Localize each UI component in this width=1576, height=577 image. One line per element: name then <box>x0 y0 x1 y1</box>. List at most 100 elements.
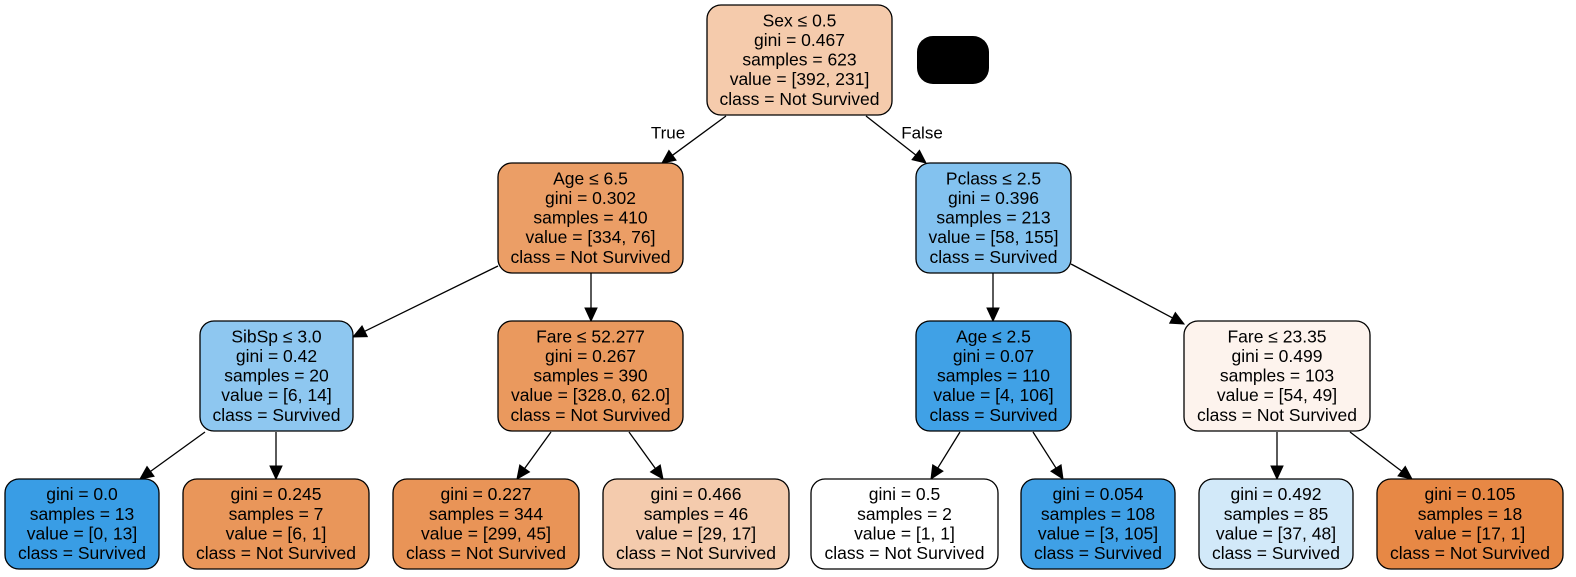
node-line: value = [6, 14] <box>221 385 331 405</box>
arrowhead-n9-n10 <box>930 463 944 481</box>
node-box <box>199 320 354 432</box>
node-line: class = Not Survived <box>406 543 566 563</box>
edge-n1-n2 <box>364 265 499 332</box>
node-line: class = Not Survived <box>720 89 880 109</box>
node-line: samples = 623 <box>742 50 856 70</box>
node-line: gini = 0.267 <box>545 346 636 366</box>
node-line: samples = 13 <box>30 504 135 524</box>
arrowhead-n1-n2 <box>351 324 369 338</box>
edge-label-true: True <box>651 123 685 142</box>
node-line: class = Survived <box>18 543 146 563</box>
node-box <box>810 478 999 570</box>
node-line: value = [334, 76] <box>526 227 656 247</box>
node-line: class = Not Survived <box>616 543 776 563</box>
node-line: class = Survived <box>930 247 1058 267</box>
node-line: value = [37, 48] <box>1216 523 1336 543</box>
node-line: class = Not Survived <box>1390 543 1550 563</box>
edge-n12-n14 <box>1349 431 1403 472</box>
arrowhead-n5-n7 <box>649 464 664 480</box>
edges-layer: True False <box>139 115 1413 481</box>
arrowhead-n0-n1 <box>661 149 677 164</box>
edge-n5-n7 <box>628 431 656 469</box>
node-line: gini = 0.302 <box>545 188 636 208</box>
node-line: value = [392, 231] <box>730 69 870 89</box>
node-line: samples = 85 <box>1224 504 1329 524</box>
node-line: value = [299, 45] <box>421 523 551 543</box>
node-line: value = [0, 13] <box>27 523 137 543</box>
node-line: gini = 0.499 <box>1232 346 1323 366</box>
arrowhead-n12-n14 <box>1397 465 1413 480</box>
arrowhead-n9-n11 <box>1050 463 1064 481</box>
node-line: class = Survived <box>213 405 341 425</box>
node-line: samples = 110 <box>937 366 1050 386</box>
node-line: class = Not Survived <box>511 405 671 425</box>
edge-n5-n6 <box>524 431 552 469</box>
node-line: SibSp ≤ 3.0 <box>231 326 322 346</box>
node-line: Fare ≤ 52.277 <box>536 326 645 346</box>
edge-n9-n10 <box>937 431 961 469</box>
node-line: class = Survived <box>930 405 1058 425</box>
node-box <box>706 4 893 116</box>
node-line: value = [6, 1] <box>226 523 327 543</box>
node-line: Age ≤ 2.5 <box>956 326 1031 346</box>
node-box <box>1376 478 1564 570</box>
node-line: samples = 18 <box>1418 504 1523 524</box>
node-box <box>602 478 790 570</box>
node-box <box>497 320 684 432</box>
node-line: samples = 46 <box>644 504 749 524</box>
node-line: value = [328.0, 62.0] <box>511 385 670 405</box>
node-line: value = [17, 1] <box>1415 523 1525 543</box>
arrowhead-n0-n8 <box>911 149 927 164</box>
node-line: class = Not Survived <box>196 543 356 563</box>
node-line: gini = 0.227 <box>441 484 532 504</box>
node-line: gini = 0.245 <box>231 484 322 504</box>
edge-n9-n11 <box>1032 431 1057 469</box>
node-box <box>1198 478 1354 570</box>
node-line: value = [29, 17] <box>636 523 756 543</box>
node-box <box>392 478 580 570</box>
node-box <box>182 478 370 570</box>
node-line: samples = 103 <box>1220 366 1334 386</box>
node-box <box>1183 320 1371 432</box>
node-line: samples = 20 <box>224 366 329 386</box>
node-line: class = Not Survived <box>1197 405 1357 425</box>
node-line: samples = 213 <box>936 208 1050 228</box>
arrowhead-n8-n9 <box>986 307 1000 323</box>
node-line: samples = 390 <box>533 366 648 386</box>
node-box <box>915 320 1072 432</box>
arrowhead-n2-n3 <box>139 465 155 480</box>
node-box <box>4 478 160 570</box>
arrowhead-n12-n13 <box>1270 465 1284 481</box>
node-line: samples = 344 <box>429 504 544 524</box>
node-line: gini = 0.466 <box>651 484 742 504</box>
node-box <box>915 162 1072 274</box>
node-line: gini = 0.396 <box>948 188 1039 208</box>
node-line: samples = 2 <box>857 504 952 524</box>
node-line: gini = 0.5 <box>869 484 941 504</box>
node-line: gini = 0.054 <box>1053 484 1144 504</box>
node-line: Pclass ≤ 2.5 <box>946 168 1041 188</box>
node-line: class = Not Survived <box>825 543 985 563</box>
node-line: value = [1, 1] <box>854 523 955 543</box>
edge-n0-n1 <box>672 115 727 156</box>
node-line: Age ≤ 6.5 <box>553 168 628 188</box>
node-line: Fare ≤ 23.35 <box>1227 326 1326 346</box>
node-line: class = Survived <box>1212 543 1340 563</box>
edge-label-false: False <box>901 123 943 142</box>
node-line: value = [3, 105] <box>1038 523 1158 543</box>
arrowhead-n1-n5 <box>584 307 598 323</box>
